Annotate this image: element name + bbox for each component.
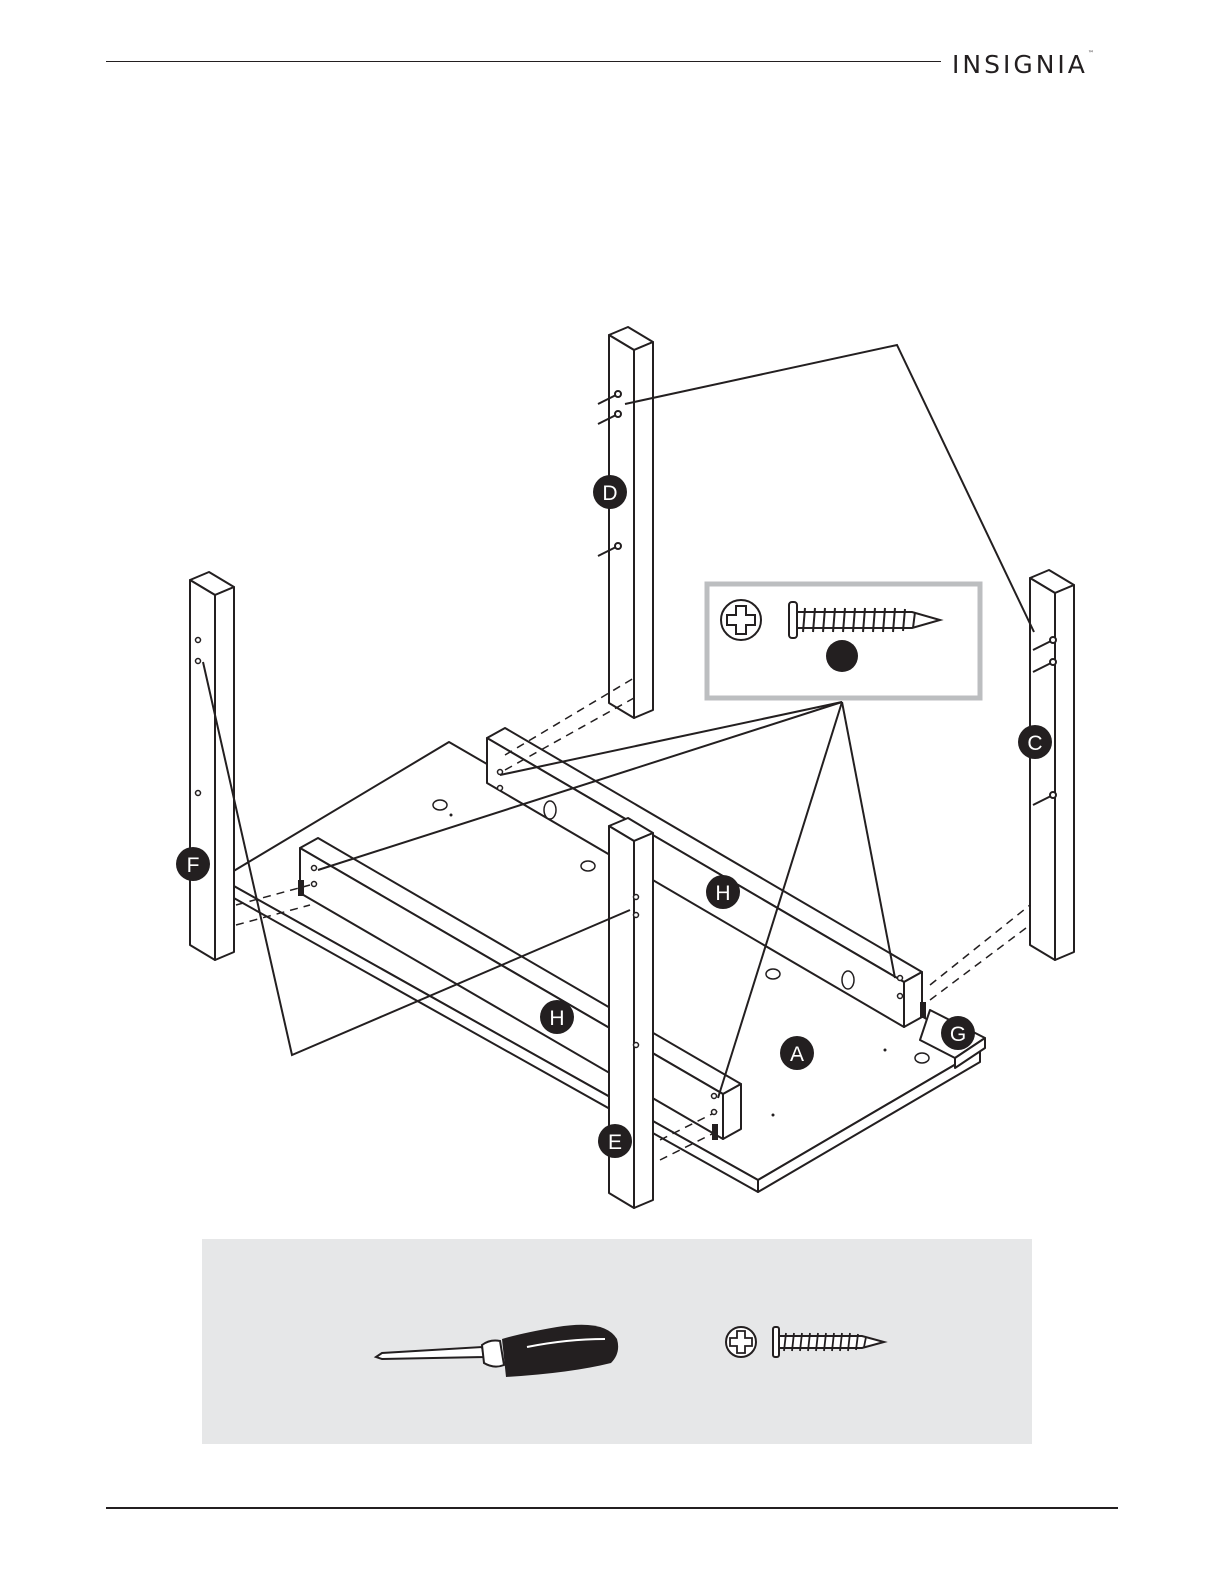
screw-detail-inset xyxy=(707,584,980,698)
svg-text:H: H xyxy=(715,882,730,905)
svg-text:E: E xyxy=(608,1131,622,1154)
callout-c: C xyxy=(1018,725,1052,759)
tools-required-panel xyxy=(202,1239,1032,1444)
callout-f: F xyxy=(176,847,210,881)
callout-d: D xyxy=(593,475,627,509)
svg-text:G: G xyxy=(950,1023,966,1046)
assembly-diagram: D C F H G H A E xyxy=(0,0,1225,1220)
footer-rule xyxy=(106,1507,1118,1509)
svg-text:H: H xyxy=(549,1007,564,1030)
callout-e: E xyxy=(598,1124,632,1158)
svg-text:F: F xyxy=(187,854,200,877)
screw-icon xyxy=(726,1327,884,1357)
callout-a: A xyxy=(780,1036,814,1070)
screwdriver-icon xyxy=(376,1325,618,1377)
callout-h-rear: H xyxy=(706,875,740,909)
svg-text:D: D xyxy=(602,482,617,505)
svg-text:A: A xyxy=(790,1043,804,1066)
callout-g: G xyxy=(941,1016,975,1050)
svg-text:C: C xyxy=(1027,732,1042,755)
callout-h-front: H xyxy=(540,1000,574,1034)
